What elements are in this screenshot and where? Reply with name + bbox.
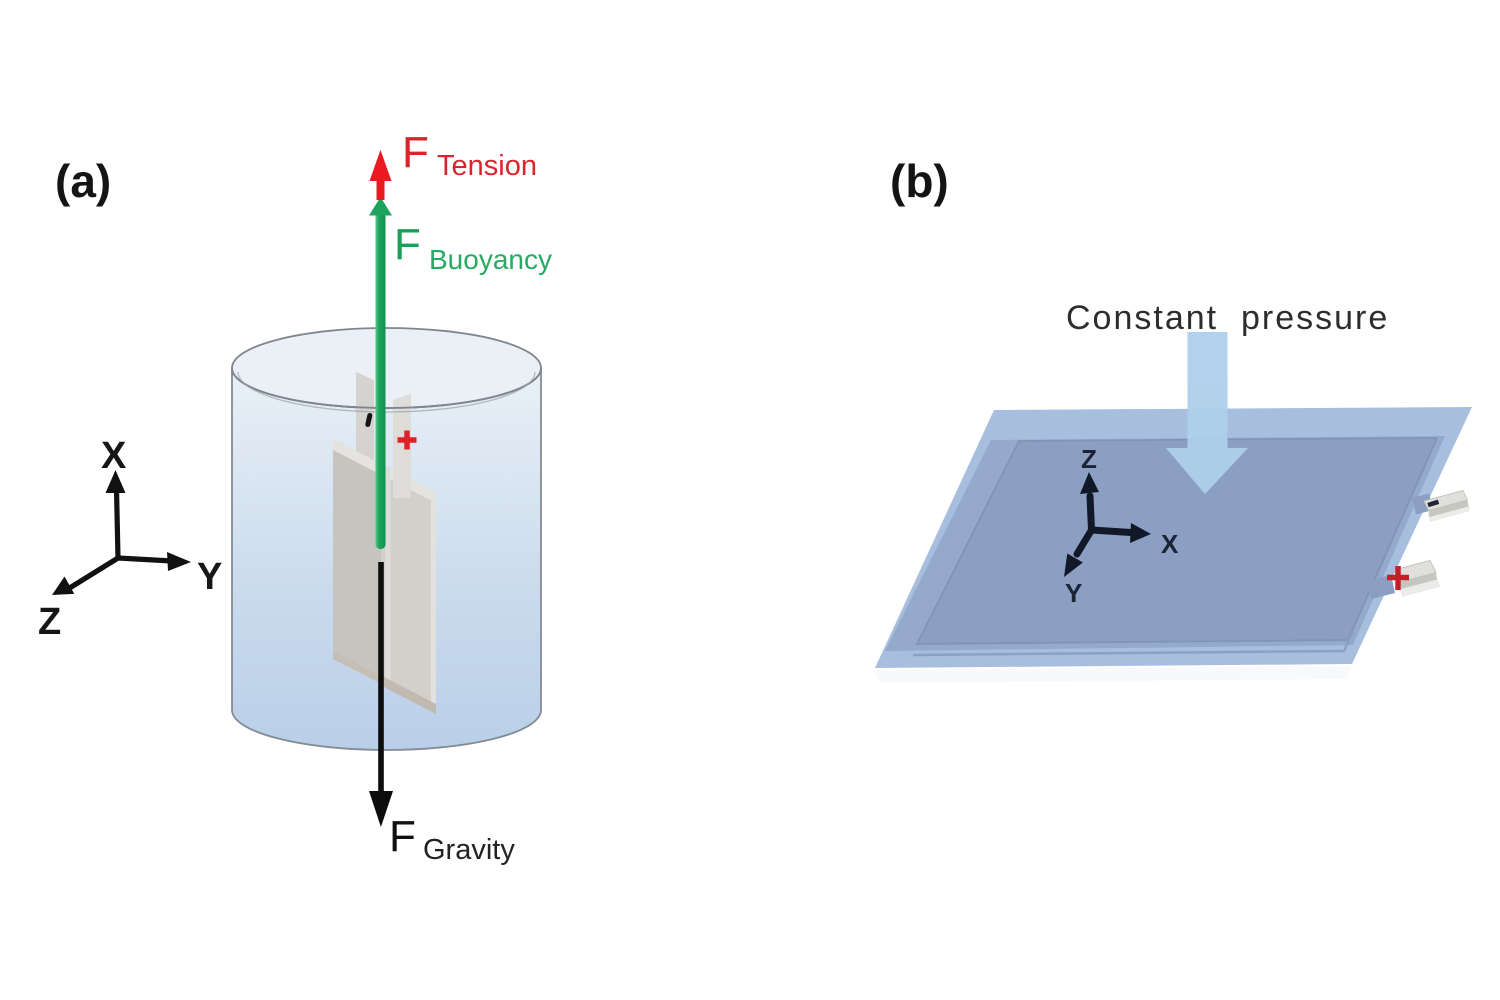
svg-text:Z: Z	[38, 601, 61, 643]
svg-text:X: X	[1161, 529, 1179, 559]
svg-text:Y: Y	[1065, 578, 1082, 608]
svg-text:F: F	[402, 128, 429, 177]
svg-text:Constant pressure: Constant pressure	[1066, 299, 1389, 337]
svg-text:X: X	[101, 435, 127, 477]
svg-text:F: F	[389, 812, 416, 861]
svg-text:Buoyancy: Buoyancy	[429, 244, 552, 275]
svg-text:Z: Z	[1081, 444, 1097, 474]
svg-text:F: F	[394, 220, 421, 269]
svg-text:Tension: Tension	[437, 150, 537, 182]
svg-text:Gravity: Gravity	[423, 834, 515, 866]
svg-text:Y: Y	[197, 556, 222, 598]
svg-text:(b): (b)	[890, 155, 949, 207]
svg-text:(a): (a)	[55, 155, 111, 207]
